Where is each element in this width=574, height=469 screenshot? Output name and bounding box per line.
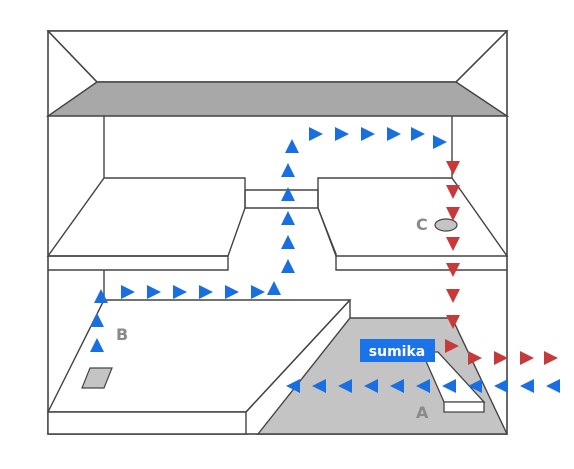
blue-arrow-up bbox=[281, 211, 295, 225]
blue-arrow-left bbox=[546, 379, 560, 393]
raised-platform-edge bbox=[245, 299, 351, 413]
sumika-badge: sumika bbox=[360, 339, 435, 362]
blue-arrow-up bbox=[285, 139, 299, 153]
raised-platform-front bbox=[47, 411, 247, 435]
blue-arrow-left bbox=[338, 379, 352, 393]
blue-arrow-up bbox=[90, 313, 104, 327]
blue-arrow-right bbox=[309, 127, 323, 141]
blue-arrow-left bbox=[312, 379, 326, 393]
red-arrow-right bbox=[494, 351, 508, 365]
point-c-marker bbox=[434, 218, 458, 232]
blue-arrow-left bbox=[416, 379, 430, 393]
red-arrow-down bbox=[446, 185, 460, 199]
blue-arrow-up bbox=[267, 281, 281, 295]
blue-arrow-right bbox=[387, 127, 401, 141]
blue-arrow-left bbox=[494, 379, 508, 393]
roof-top-face bbox=[46, 30, 509, 83]
point-a-unit-front bbox=[443, 401, 485, 413]
red-arrow-down bbox=[446, 263, 460, 277]
label-c: C bbox=[416, 215, 428, 234]
red-arrow-down bbox=[446, 161, 460, 175]
upper-floor-thickness bbox=[48, 255, 229, 271]
blue-arrow-right bbox=[147, 285, 161, 299]
blue-arrow-right bbox=[173, 285, 187, 299]
blue-arrow-right bbox=[335, 127, 349, 141]
stair-opening-edge bbox=[245, 189, 507, 271]
point-b-marker bbox=[81, 367, 113, 389]
upper-floor-left bbox=[46, 177, 246, 257]
label-a: A bbox=[416, 403, 429, 422]
blue-path-arrows bbox=[90, 127, 560, 393]
blue-arrow-right bbox=[411, 127, 425, 141]
blue-arrow-left bbox=[364, 379, 378, 393]
blue-arrow-left bbox=[286, 379, 300, 393]
roof-side-left bbox=[47, 30, 98, 83]
blue-arrow-up bbox=[90, 338, 104, 352]
label-b: B bbox=[116, 325, 128, 344]
blue-arrow-right bbox=[225, 285, 239, 299]
blue-arrow-left bbox=[520, 379, 534, 393]
blue-arrow-left bbox=[468, 379, 482, 393]
red-path-arrows bbox=[445, 161, 558, 365]
red-arrow-down bbox=[446, 315, 460, 329]
blue-arrow-up bbox=[281, 235, 295, 249]
blue-arrow-up bbox=[281, 259, 295, 273]
sumika-badge-label: sumika bbox=[369, 344, 425, 360]
blue-arrow-left bbox=[390, 379, 404, 393]
blue-arrow-right bbox=[199, 285, 213, 299]
blue-arrow-right bbox=[361, 127, 375, 141]
red-arrow-down bbox=[446, 207, 460, 221]
sumika-badge-bg bbox=[360, 339, 435, 362]
blue-arrow-left bbox=[442, 379, 456, 393]
roof-side-right bbox=[455, 30, 508, 83]
blue-arrow-right bbox=[251, 285, 265, 299]
red-arrow-right bbox=[544, 351, 558, 365]
red-arrow-down bbox=[446, 289, 460, 303]
red-arrow-right bbox=[445, 339, 459, 353]
blue-arrow-up bbox=[281, 163, 295, 177]
red-arrow-right bbox=[468, 351, 482, 365]
blue-arrow-right bbox=[433, 135, 447, 149]
blue-arrow-right bbox=[121, 285, 135, 299]
roof-underside bbox=[45, 81, 510, 117]
red-arrow-down bbox=[446, 237, 460, 251]
blue-arrow-up bbox=[94, 289, 108, 303]
blue-arrow-up bbox=[281, 187, 295, 201]
red-arrow-right bbox=[520, 351, 534, 365]
